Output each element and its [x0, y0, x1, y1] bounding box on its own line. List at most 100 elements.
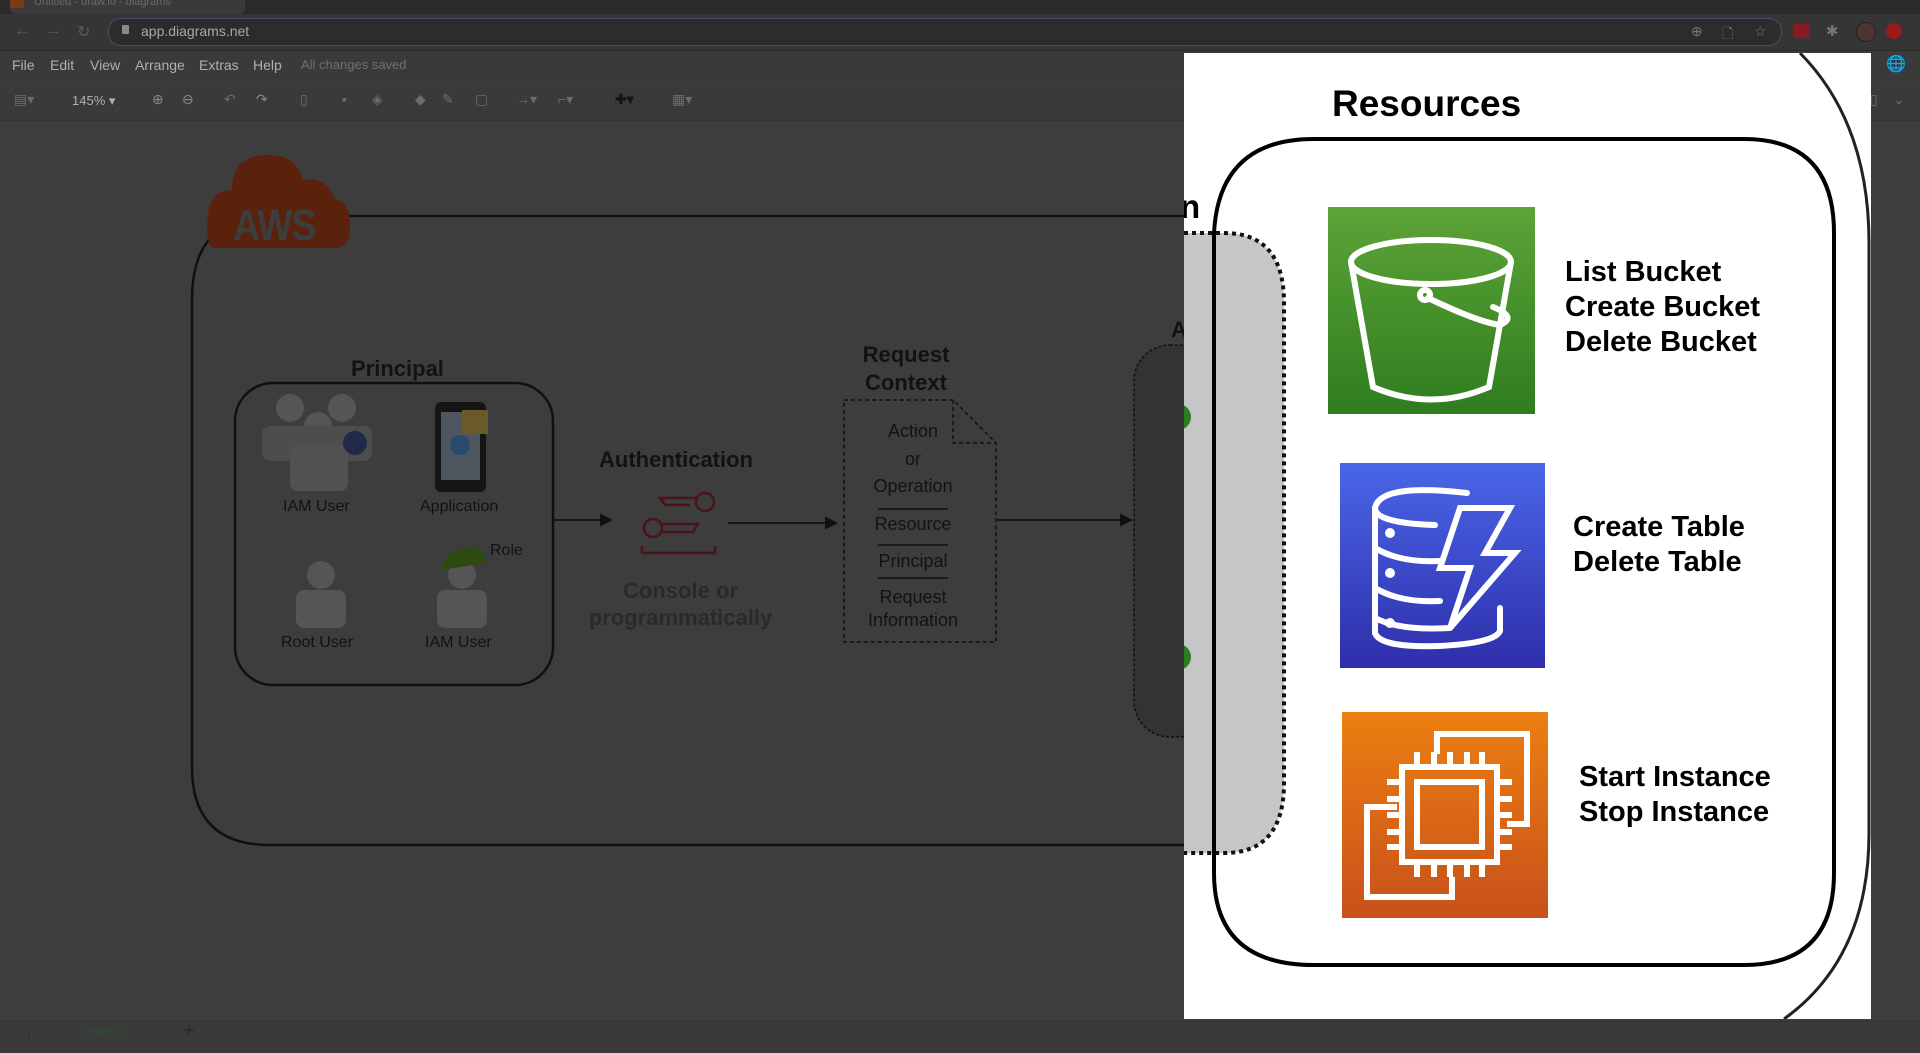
authorization-title-partial: A: [1171, 317, 1187, 342]
authentication-subtitle-1: Console or: [623, 578, 738, 603]
root-user-icon: [296, 561, 346, 628]
ec2-action: Stop Instance: [1579, 796, 1770, 828]
resources-title: Resources: [1332, 83, 1522, 124]
principal-box: [233, 381, 555, 687]
aws-label: AWS: [233, 201, 317, 250]
principal-label-iam-user-role: IAM User: [425, 634, 492, 651]
rc-operation: Operation: [873, 476, 953, 496]
principal-label-application: Application: [420, 498, 499, 515]
principal-label-root-user: Root User: [281, 634, 354, 651]
extension-icon[interactable]: [1793, 24, 1809, 38]
keys-icon: [640, 491, 717, 555]
principal-title: Principal: [351, 356, 444, 381]
browser-tab-title[interactable]: Untitled - draw.io - diagrams: [34, 0, 171, 8]
page-tabs-bar: [0, 1021, 1920, 1053]
users-group-icon: [262, 394, 372, 491]
menu-extras[interactable]: Extras: [199, 57, 239, 73]
s3-action: List Bucket: [1565, 256, 1722, 288]
aws-diagram: [190, 155, 1184, 847]
role-badge: Role: [490, 542, 523, 559]
fill-color-icon[interactable]: ◆: [415, 91, 426, 107]
panel-toggle-icon[interactable]: ▤▾: [14, 91, 35, 107]
rc-principal: Principal: [878, 551, 948, 571]
url-input[interactable]: [108, 18, 1782, 46]
dynamodb-service-tile: [1340, 463, 1545, 668]
ec2-chip-icon: [1364, 731, 1530, 900]
back-arrow-icon[interactable]: ←: [14, 22, 30, 39]
menu-view[interactable]: View: [90, 57, 121, 73]
dynamodb-icon: [1371, 487, 1522, 650]
zoom-in-icon[interactable]: ⊕: [152, 91, 164, 107]
menu-help[interactable]: Help: [253, 57, 282, 73]
menu-file[interactable]: File: [12, 57, 35, 73]
table-grid-icon[interactable]: ▦▾: [672, 91, 693, 107]
insert-plus-icon[interactable]: ✚▾: [615, 91, 634, 107]
connection-icon[interactable]: →▾: [516, 91, 538, 107]
aws-boundary: [190, 214, 1184, 847]
waypoints-icon[interactable]: ⌐▾: [558, 91, 574, 107]
authentication-subtitle-2: programmatically: [588, 605, 773, 630]
resources-shapes: [1184, 53, 1871, 1019]
install-app-icon[interactable]: ⊕: [1691, 23, 1703, 39]
drawio-favicon-icon: [10, 0, 24, 8]
url-text[interactable]: app.diagrams.net: [141, 23, 250, 39]
collapse-chevron-icon[interactable]: ⌄: [1893, 91, 1905, 107]
to-back-icon[interactable]: ◈: [372, 91, 383, 107]
add-page-icon[interactable]: +: [183, 1020, 195, 1042]
line-color-icon[interactable]: ✎: [442, 91, 454, 107]
reload-icon[interactable]: ↻: [77, 24, 91, 41]
to-front-icon[interactable]: ▪: [342, 91, 347, 107]
flow-arrows: [553, 513, 1134, 530]
ec2-service-tile: [1342, 712, 1548, 918]
zoom-select[interactable]: 145% ▾: [72, 93, 116, 108]
forward-arrow-icon[interactable]: →: [45, 22, 61, 39]
mobile-app-icon: [435, 402, 488, 492]
menu-edit[interactable]: Edit: [50, 57, 75, 73]
dynamodb-action: Delete Table: [1573, 546, 1742, 578]
principal-label-iam-user: IAM User: [283, 498, 350, 515]
policy-title-partial: n: [1184, 188, 1201, 225]
bookmark-star-icon[interactable]: ☆: [1754, 23, 1767, 39]
pages-menu-icon[interactable]: ⋮: [22, 1024, 36, 1040]
allow-dot: [1184, 405, 1191, 429]
request-context-doc: [843, 399, 997, 643]
allow-dot: [1184, 645, 1191, 669]
shadow-icon[interactable]: ▢: [475, 91, 489, 107]
lock-icon[interactable]: [122, 25, 129, 34]
save-page-icon[interactable]: 🗋: [1722, 25, 1734, 41]
dynamodb-action: Create Table: [1573, 511, 1745, 543]
redo-icon[interactable]: ↷: [256, 91, 268, 107]
authentication-title: Authentication: [599, 447, 753, 472]
resources-highlight-panel: Resources n List Bucket Create Bucket De…: [1184, 53, 1871, 1019]
menu-arrange[interactable]: Arrange: [135, 57, 185, 73]
authorization-box: [1133, 344, 1184, 738]
rc-action: Action: [887, 421, 939, 441]
s3-action: Create Bucket: [1565, 291, 1761, 323]
rc-or: or: [904, 449, 921, 469]
rc-information: Information: [867, 610, 959, 630]
rc-resource: Resource: [874, 514, 952, 534]
s3-service-tile: [1328, 207, 1535, 414]
s3-action: Delete Bucket: [1565, 326, 1757, 358]
outer-container-edge: [1783, 53, 1871, 1019]
policy-box: [1184, 233, 1284, 853]
extensions-puzzle-icon[interactable]: ✱: [1826, 23, 1839, 40]
browser-tab-strip: [0, 0, 1920, 14]
aws-cloud-icon: [207, 155, 351, 248]
page-tab[interactable]: Page-1: [86, 1024, 126, 1038]
format-panel-icon[interactable]: ▯: [1870, 91, 1878, 107]
delete-icon[interactable]: ▯: [300, 91, 308, 107]
profile-avatar[interactable]: [1856, 22, 1876, 42]
s3-bucket-icon: [1348, 237, 1514, 403]
update-icon[interactable]: [1886, 23, 1902, 39]
resources-box: [1212, 137, 1836, 967]
browser-tab[interactable]: [10, 0, 245, 14]
request-context-title-1: Request: [862, 342, 950, 367]
language-globe-icon[interactable]: 🌐: [1886, 56, 1906, 73]
request-context-dividers: [878, 508, 948, 579]
iam-user-hardhat-icon: [437, 547, 487, 628]
zoom-out-icon[interactable]: ⊖: [182, 91, 194, 107]
request-context-title-2: Context: [865, 370, 947, 395]
undo-icon[interactable]: ↶: [224, 91, 236, 107]
zoom-value: 145%: [72, 93, 106, 108]
